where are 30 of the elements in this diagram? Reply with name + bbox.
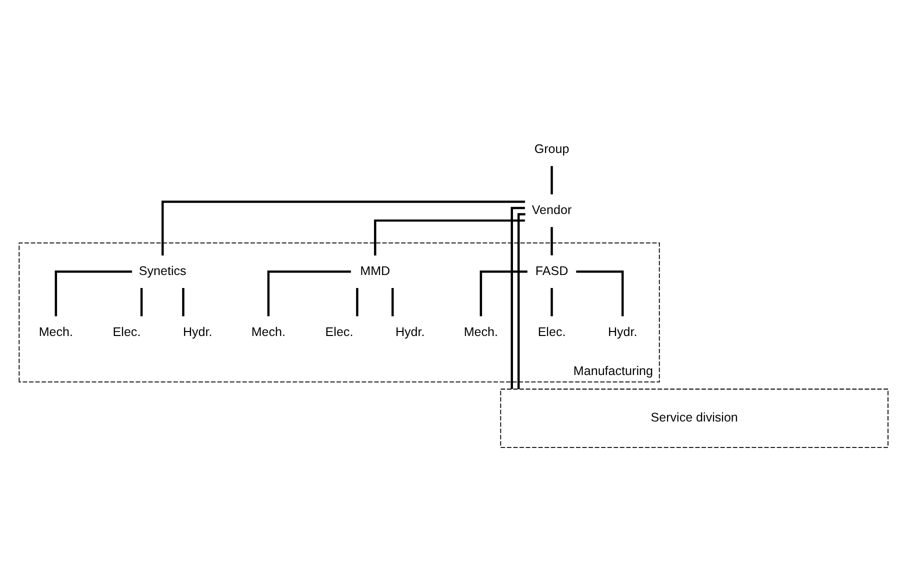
connector [510,206,525,389]
node-text: Synetics [138,263,186,278]
node-text: Hydr. [395,324,425,338]
node-text: Elec. [325,324,354,338]
node-text: Mech. [251,324,286,338]
node-text: Elec. [112,324,141,338]
node-box: Service division [500,388,888,448]
connector [54,270,132,316]
node-text: Elec. [538,324,566,338]
node-text: Vendor [532,202,572,217]
connector [392,288,394,316]
connector [182,288,184,316]
connector [517,212,526,389]
connector [162,200,526,255]
connector [374,218,525,255]
node-text: Group [534,142,570,156]
connector [550,166,553,194]
connector [267,270,351,316]
connector [550,226,553,255]
connector [140,288,143,316]
node-text: MMD [360,263,390,278]
node-text: Hydr. [182,324,212,338]
connector [576,270,624,316]
node-text: Mech. [38,324,74,338]
node-text: FASD [535,263,568,278]
node-text: Hydr. [608,324,638,338]
connector [550,288,553,316]
connector [480,270,528,316]
node-text: Mech. [464,324,498,338]
connector [356,288,358,316]
